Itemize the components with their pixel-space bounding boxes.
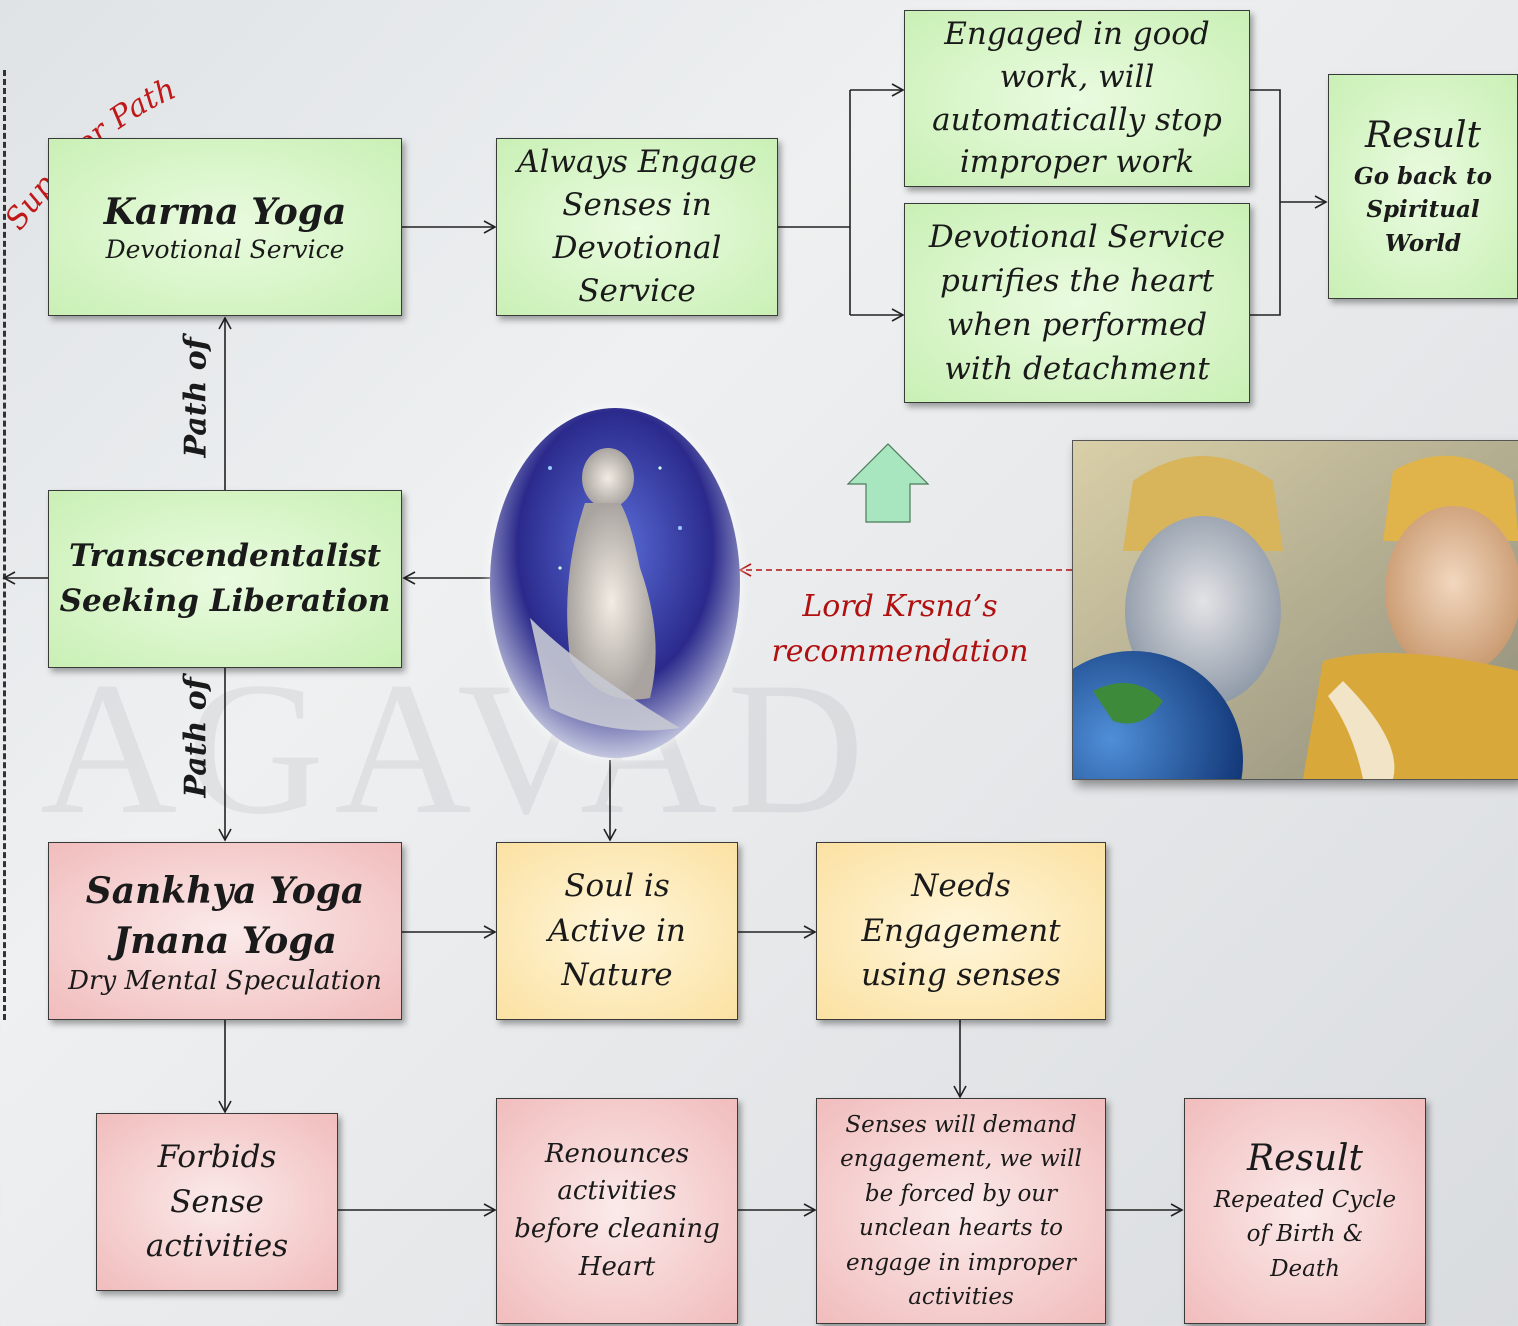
soul-figure-image <box>490 408 740 758</box>
recommendation-line: Lord Krsna’s <box>802 589 998 624</box>
background-watermark: AGAVAD <box>40 644 875 854</box>
transcendentalist-line: Transcendentalist <box>68 538 382 575</box>
result-top-line: Spiritual <box>1366 196 1480 224</box>
result-top-box: Result Go back to Spiritual World <box>1328 74 1518 299</box>
result-bottom-line: Death <box>1270 1255 1340 1282</box>
result-bottom-line: of Birth & <box>1246 1221 1364 1248</box>
path-of-label-top: Path of <box>178 337 214 458</box>
soul-line: Nature <box>561 957 673 994</box>
always-line: Devotional <box>552 230 722 266</box>
jnana-title: Jnana Yoga <box>113 920 337 962</box>
engaged-line: Engaged in good <box>944 15 1210 52</box>
transcendentalist-line: Seeking Liberation <box>59 583 391 619</box>
always-line: Service <box>578 272 696 309</box>
result-bottom-box: Result Repeated Cycle of Birth & Death <box>1184 1098 1426 1324</box>
needs-line: Engagement <box>861 912 1061 949</box>
recommendation-label: Lord Krsna’s recommendation <box>760 584 1040 674</box>
sankhya-title: Sankhya Yoga <box>85 869 365 912</box>
soul-line: Active in <box>548 912 686 949</box>
renounces-line: Renounces <box>544 1138 690 1169</box>
renounces-line: Heart <box>578 1251 656 1282</box>
left-dashed-bracket <box>0 70 6 1020</box>
up-arrow-icon <box>846 443 930 523</box>
path-of-label-bottom: Path of <box>178 677 214 798</box>
purifies-line: when performed <box>946 307 1208 343</box>
deities-photo <box>1072 440 1518 780</box>
recommendation-line: recommendation <box>771 634 1029 669</box>
needs-line: Needs <box>911 867 1011 904</box>
result-top-title: Result <box>1364 115 1482 157</box>
senses-line: engagement, we will <box>840 1146 1082 1172</box>
sankhya-yoga-box: Sankhya Yoga Jnana Yoga Dry Mental Specu… <box>48 842 402 1020</box>
sankhya-subtitle: Dry Mental Speculation <box>68 966 382 997</box>
senses-demand-box: Senses will demand engagement, we will b… <box>816 1098 1106 1324</box>
result-bottom-title: Result <box>1246 1137 1364 1179</box>
renounces-box: Renounces activities before cleaning Hea… <box>496 1098 738 1324</box>
forbids-line: Sense <box>170 1183 264 1220</box>
result-bottom-line: Repeated Cycle <box>1213 1186 1397 1213</box>
needs-engagement-box: Needs Engagement using senses <box>816 842 1106 1020</box>
forbids-line: activities <box>145 1228 289 1265</box>
senses-line: be forced by our <box>864 1180 1058 1207</box>
line-merge-right <box>1250 89 1281 316</box>
purifies-line: purifies the heart <box>939 262 1215 299</box>
purifies-heart-box: Devotional Service purifies the heart wh… <box>904 203 1250 403</box>
senses-line: activities <box>908 1284 1014 1310</box>
soul-active-box: Soul is Active in Nature <box>496 842 738 1020</box>
engaged-line: work, will <box>999 58 1155 95</box>
result-top-line: Go back to <box>1354 162 1492 190</box>
transcendentalist-box: Transcendentalist Seeking Liberation <box>48 490 402 668</box>
needs-line: using senses <box>861 957 1061 994</box>
purifies-line: Devotional Service <box>928 218 1226 255</box>
senses-line: unclean hearts to <box>859 1215 1063 1241</box>
karma-yoga-box: Karma Yoga Devotional Service <box>48 138 402 316</box>
soul-line: Soul is <box>564 867 670 904</box>
senses-line: engage in improper <box>845 1249 1077 1276</box>
always-line: Senses in <box>562 187 712 224</box>
always-line: Always Engage <box>517 144 757 181</box>
renounces-line: activities <box>557 1176 677 1207</box>
purifies-line: with detachment <box>944 351 1210 388</box>
engaged-line: improper work <box>959 144 1195 181</box>
engaged-line: automatically stop <box>932 101 1222 138</box>
renounces-line: before cleaning <box>514 1214 720 1244</box>
engaged-good-work-box: Engaged in good work, will automatically… <box>904 10 1250 187</box>
karma-title: Karma Yoga <box>103 191 347 233</box>
always-engage-box: Always Engage Senses in Devotional Servi… <box>496 138 778 316</box>
result-top-line: World <box>1384 229 1462 257</box>
forbids-box: Forbids Sense activities <box>96 1113 338 1291</box>
forbids-line: Forbids <box>157 1138 277 1175</box>
karma-subtitle: Devotional Service <box>105 235 345 264</box>
senses-line: Senses will demand <box>845 1111 1077 1138</box>
